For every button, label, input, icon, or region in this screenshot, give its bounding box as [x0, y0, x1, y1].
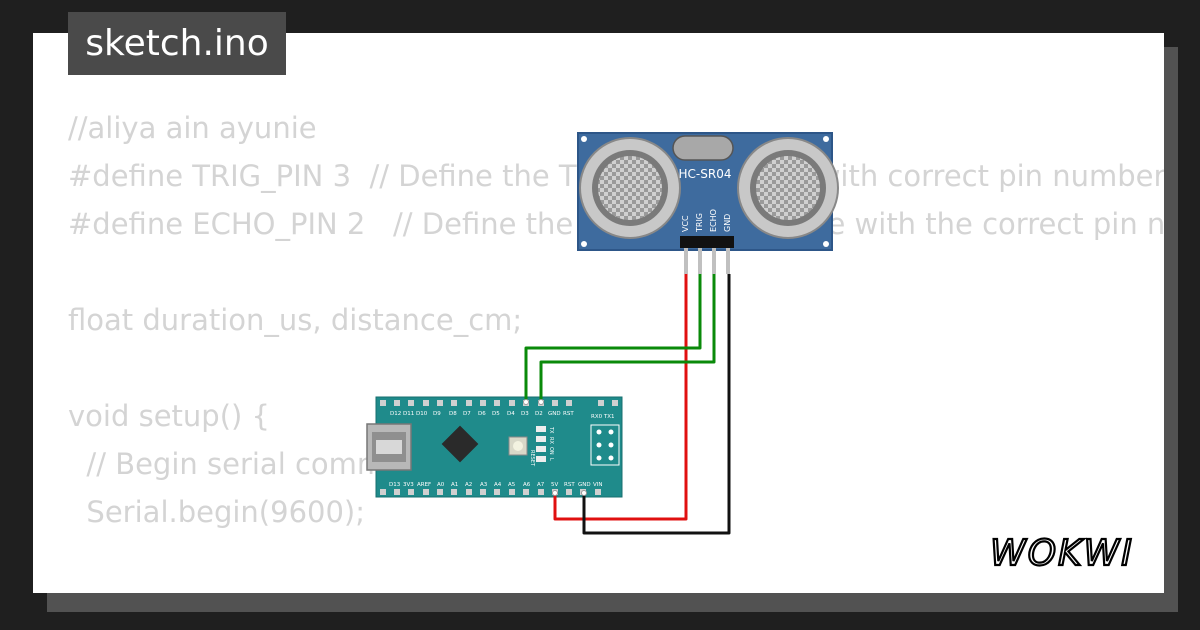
pin-label-d2: D2 [535, 411, 543, 417]
code-line: // Configure the trigger pin as an outpu… [68, 584, 1164, 593]
pin-label-vcc: VCC [681, 215, 690, 232]
sensor-label: HC-SR04 [679, 167, 732, 181]
pin-label-3v3: 3V3 [403, 482, 414, 488]
pin-label-d8: D8 [449, 411, 457, 417]
right-transducer [737, 137, 839, 239]
svg-text:WOKWI: WOKWI [990, 533, 1134, 574]
pin-label-d9: D9 [433, 411, 441, 417]
code-card: //aliya ain ayunie #define TRIG_PIN 3 //… [33, 33, 1164, 593]
pin-label-echo: ECHO [709, 209, 718, 232]
status-leds [536, 426, 546, 462]
pin-label-d3: D3 [521, 411, 529, 417]
arduino-nano-board[interactable]: D12 D11 D10 D9 D8 D7 D6 D5 D4 D3 D2 GND … [366, 396, 623, 498]
pin-label-a5: A5 [508, 482, 516, 488]
pin-label-a3: A3 [480, 482, 488, 488]
pin-label-vin: VIN [593, 482, 603, 488]
rx-tx-label: RX0 TX1 [591, 414, 614, 420]
microcontroller-chip [441, 425, 479, 463]
pin-label-a4: A4 [494, 482, 502, 488]
wire-vcc-5v[interactable] [553, 274, 688, 521]
wire-echo-d2[interactable] [539, 274, 716, 401]
sensor-pins[interactable] [684, 248, 730, 274]
pin-label-trig: TRIG [695, 213, 704, 233]
code-line: Serial.begin(9600); [68, 495, 366, 529]
pin-label-gnd: GND [723, 214, 732, 232]
wire-trig-d3[interactable] [524, 274, 702, 401]
reset-label: RESET [529, 450, 535, 467]
led-label-rx: RX [548, 437, 554, 444]
usb-connector [366, 423, 412, 471]
left-transducer [579, 137, 681, 239]
file-tab[interactable]: sketch.ino [68, 12, 286, 75]
pin-label-a2: A2 [465, 482, 472, 488]
pin-label-a1: A1 [451, 482, 458, 488]
pin-label-gnd-top: GND [548, 411, 561, 417]
hc-sr04-sensor[interactable]: HC-SR04 VCC TRIG ECHO GND [577, 132, 839, 274]
pin-label-d4: D4 [507, 411, 515, 417]
led-label-on: ON [548, 447, 554, 455]
pin-label-a6: A6 [523, 482, 531, 488]
pin-label-d6: D6 [478, 411, 486, 417]
pin-label-gnd-bottom: GND [578, 482, 591, 488]
pin-label-d13: D13 [389, 482, 401, 488]
pin-label-d10: D10 [416, 411, 428, 417]
pin-label-rst-top: RST [563, 411, 574, 417]
code-line: float duration_us, distance_cm; [68, 303, 523, 337]
pin-label-a7: A7 [537, 482, 545, 488]
pin-label-aref: AREF [417, 482, 431, 488]
led-label-l: L [548, 458, 554, 461]
code-line: void setup() { [68, 399, 270, 433]
pin-label-5v: 5V [551, 482, 558, 488]
code-line: //aliya ain ayunie [68, 111, 317, 145]
pin-label-d5: D5 [492, 411, 500, 417]
pin-label-rst-bottom: RST [564, 482, 575, 488]
wire-gnd-gnd[interactable] [582, 274, 731, 535]
pin-label-a0: A0 [437, 482, 445, 488]
pin-label-d12: D12 [390, 411, 401, 417]
wokwi-logo: WOKWI [989, 532, 1134, 575]
pin-label-d11: D11 [403, 411, 414, 417]
led-label-tx: TX [548, 426, 554, 434]
pin-label-d7: D7 [463, 411, 471, 417]
icsp-header [590, 424, 620, 466]
